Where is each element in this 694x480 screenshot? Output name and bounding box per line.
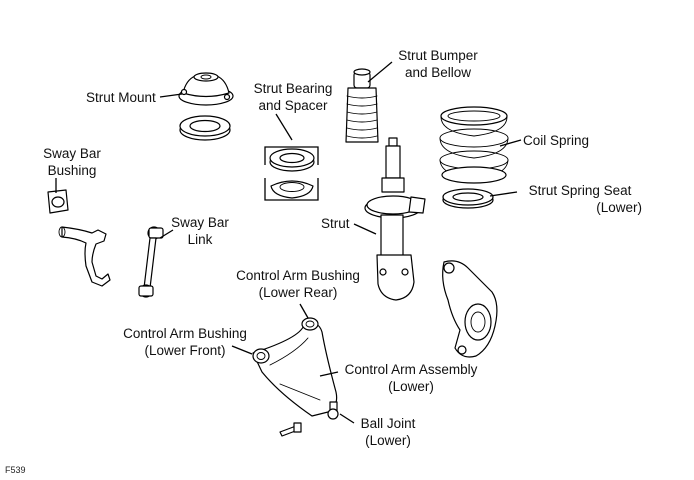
control-arm-bushing-front-label: Control Arm Bushing (Lower Front) xyxy=(123,326,247,358)
control-arm-part xyxy=(252,317,338,417)
control-arm-assembly-label: Control Arm Assembly (Lower) xyxy=(344,362,478,394)
strut-bumper-label: Strut Bumper and Bellow xyxy=(398,48,478,80)
leader-lines xyxy=(55,61,522,424)
bearing-spacer-detail xyxy=(264,146,319,201)
figure-code: F539 xyxy=(5,465,26,475)
strut-mount-part xyxy=(178,72,234,106)
strut-bearing-part xyxy=(179,115,231,141)
sway-bar-bushing-label: Sway Bar Bushing xyxy=(43,146,101,178)
strut-mount-label: Strut Mount xyxy=(86,90,156,105)
steering-knuckle-part xyxy=(442,260,498,358)
coil-spring-part xyxy=(439,106,509,184)
strut-bearing-label: Strut Bearing and Spacer xyxy=(253,81,333,113)
ball-joint-label: Ball Joint (Lower) xyxy=(360,416,416,448)
strut-spring-seat-part xyxy=(442,188,494,209)
bolt-part xyxy=(279,422,302,437)
coil-spring-label: Coil Spring xyxy=(523,133,590,148)
sway-bar-bushing-part xyxy=(47,189,69,214)
strut-part xyxy=(364,137,426,301)
sway-bar-link-part xyxy=(138,226,164,298)
strut-bumper-part xyxy=(345,68,379,143)
strut-spring-seat-label: Strut Spring Seat (Lower) xyxy=(528,183,642,215)
control-arm-bushing-rear-label: Control Arm Bushing (Lower Rear) xyxy=(236,268,360,300)
sway-bar-link-label: Sway Bar Link xyxy=(171,215,229,247)
sway-bar-part xyxy=(58,226,111,287)
strut-label: Strut xyxy=(321,216,350,231)
ball-joint-part xyxy=(327,401,339,420)
